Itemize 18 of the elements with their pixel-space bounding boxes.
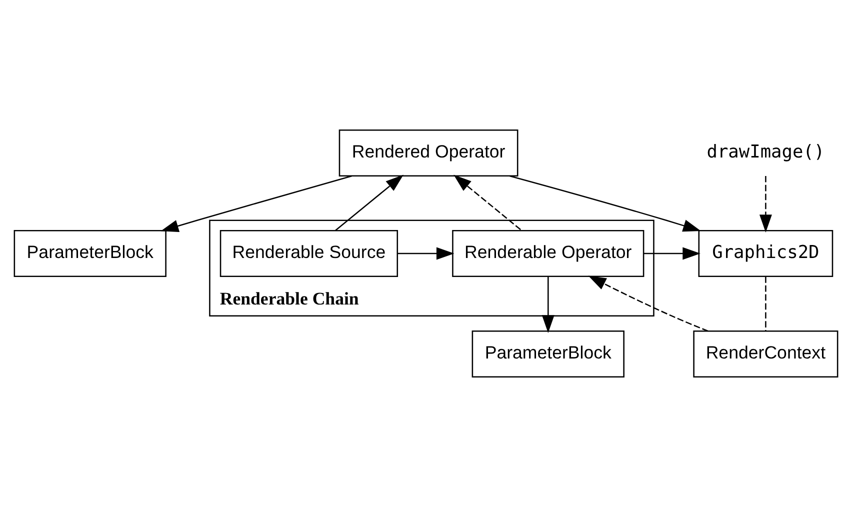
- node-text: drawImage(): [706, 142, 825, 163]
- arrow: [759, 176, 772, 232]
- arrow: [510, 175, 701, 232]
- node-box: Graphics2D: [698, 230, 834, 278]
- node-box: RenderContext: [693, 330, 838, 378]
- node-box: ParameterBlock: [472, 330, 624, 378]
- arrow: [644, 247, 700, 260]
- node-box: Rendered Operator: [338, 129, 518, 177]
- connector: [765, 276, 766, 332]
- arrow: [542, 276, 554, 333]
- arrow: [454, 174, 522, 232]
- node-box: Renderable Source: [220, 230, 398, 278]
- node-box: ParameterBlock: [14, 230, 166, 278]
- arrow: [398, 247, 454, 260]
- arrow: [160, 175, 352, 232]
- arrow: [335, 174, 404, 232]
- node-box: Renderable Operator: [452, 230, 644, 278]
- arrow: [588, 276, 708, 332]
